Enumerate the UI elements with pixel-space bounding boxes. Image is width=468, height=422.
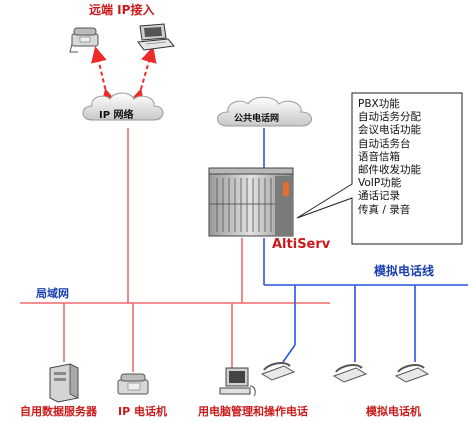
arrow-right [129,46,157,106]
feature-list: PBX功能 自动话务分配 会议电话功能 自动话务台 语音信箱 邮件收发功能 Vo… [358,98,458,217]
feature-item: PBX功能 [358,98,400,110]
analog-phone-icon-3 [394,364,430,383]
feature-item: 传真 / 录音 [358,203,411,216]
ip-network-label: IP 网络 [99,110,134,121]
feature-item: VoIP功能 [358,177,402,190]
pstn-cloud-icon [217,96,312,127]
ip-network-cloud-icon [82,92,164,121]
analog-phone-label: 模拟电话机 [366,405,421,418]
ip-phone-icon [117,373,149,395]
analog-phone-icon-2 [332,364,368,383]
analog-line-label: 模拟电话线 [374,264,435,278]
arrow-left [91,46,117,106]
remote-access-arrows [91,46,157,106]
feature-item: 邮件收发功能 [358,164,421,177]
feature-item: 自动话务台 [358,137,411,150]
remote-laptop-icon [137,23,175,51]
feature-item: 会议电话功能 [358,124,421,137]
pc-phone-label: 用电脑管理和操作电话 [198,405,308,418]
analog-drop-1b [282,344,296,363]
ip-phone-label: IP 电话机 [118,405,167,418]
feature-item: 自动话务分配 [358,111,421,124]
data-server-label: 自用数据服务器 [20,405,97,418]
remote-ip-label: 远端 IP接入 [89,3,155,17]
lan-lines [20,128,330,372]
remote-ip-phone-icon [69,27,99,53]
feature-callout [296,92,463,245]
lan-label: 局域网 [36,287,69,300]
computer-icon [219,367,256,397]
analog-lines [263,128,468,363]
altiserv-rack-icon [208,167,294,237]
feature-item: 语音信箱 [358,150,400,163]
altiserv-label: AltiServ [272,237,331,252]
feature-item: 通话记录 [358,190,400,203]
pstn-label: 公共电话网 [234,114,280,124]
analog-phone-icon-1 [260,362,296,381]
data-server-icon [49,363,79,403]
